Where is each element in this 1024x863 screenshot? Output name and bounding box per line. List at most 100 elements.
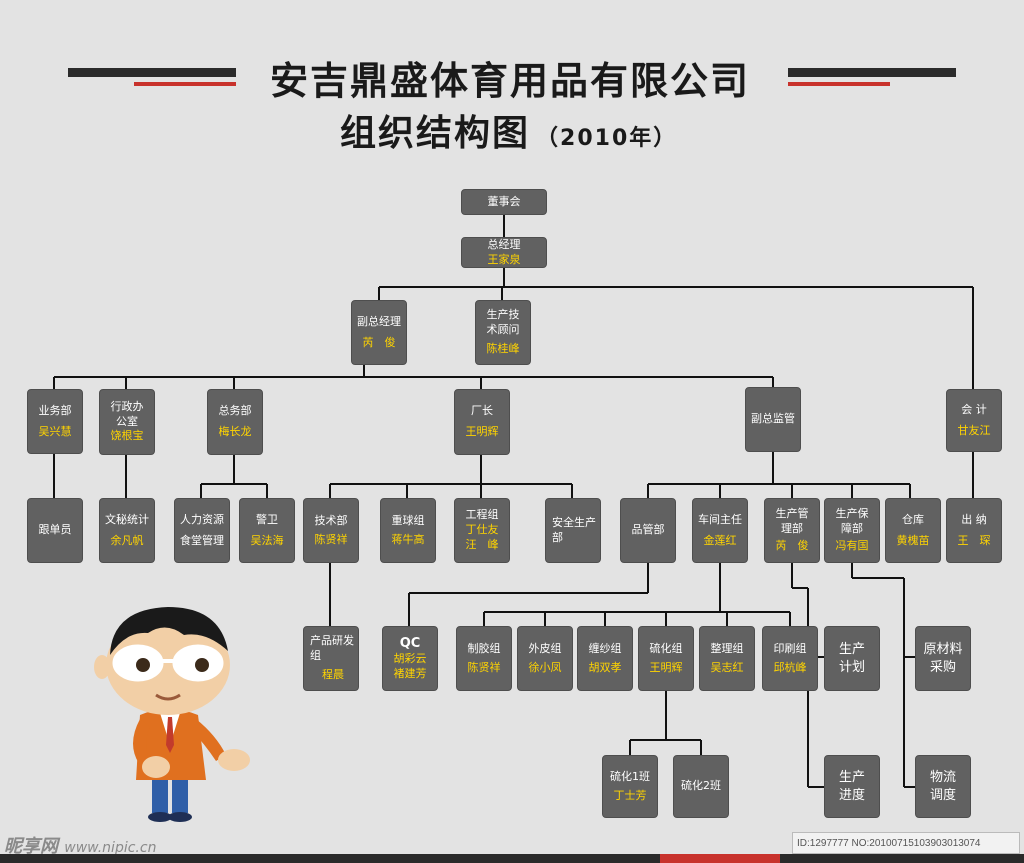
node-eng-title: 工程组 [465,508,499,522]
node-eng-name-2: 汪 峰 [465,537,499,551]
node-yarn-title: 缠纱组 [588,641,622,655]
node-safety: 安全生产部 [545,498,601,563]
node-vulc-name: 王明辉 [649,660,683,674]
node-sales: 业务部吴兴慧 [27,389,83,454]
node-tech-name: 陈贤祥 [314,532,348,546]
node-admin-title: 行政办公室 [110,399,144,428]
node-prod-progress: 生产进度 [824,755,880,818]
node-prodsec-name: 冯有国 [835,538,869,552]
node-prodmgr-title: 生产管理部 [775,507,809,536]
title-bar-left-red [134,82,236,86]
node-workshop-name: 金莲红 [703,533,737,547]
node-ball-group: 重球组蒋牛高 [380,498,436,563]
node-follow-up: 跟单员 [27,498,83,563]
node-deputy-supervisor: 副总监管 [745,387,801,452]
chart-title: 组织结构图（2010年） [340,113,678,154]
node-prod-plan: 生产计划 [824,626,880,691]
node-advisor-title: 生产技术顾问 [486,308,520,337]
node-quality: 品管部 [620,498,676,563]
node-hr-title: 人力资源 [180,512,224,526]
node-accounting-title: 会 计 [961,402,987,416]
node-vulc1-title: 硫化1班 [610,769,650,783]
node-finish-name: 吴志红 [710,660,744,674]
node-workshop-title: 车间主任 [698,512,742,526]
node-ball-name: 蒋牛高 [391,532,425,546]
node-rd-name: 程晨 [322,667,344,681]
node-general-manager: 总经理王家泉 [461,237,547,268]
node-logistics: 物流调度 [915,755,971,818]
node-engineering: 工程组丁仕友汪 峰 [454,498,510,563]
node-tech-title: 技术部 [314,513,348,527]
node-admin-office: 行政办公室饶根宝 [99,389,155,455]
node-tech-dept: 技术部陈贤祥 [303,498,359,563]
node-rd-title: 产品研发组 [310,634,354,663]
node-vsup-title: 副总监管 [751,412,795,426]
title-bar-right [788,68,956,77]
node-factory-title: 厂长 [471,404,493,418]
node-qm-title: 品管部 [631,523,665,537]
node-glue-title: 制胶组 [467,641,501,655]
node-warehouse-title: 仓库 [902,512,924,526]
node-vulcanize: 硫化组王明辉 [638,626,694,691]
node-vulc-title: 硫化组 [649,641,683,655]
node-logistics-title: 物流调度 [929,769,956,803]
node-print-name: 邱杭峰 [773,660,807,674]
node-canteen-title: 食堂管理 [180,533,224,547]
cartoon-businessman [94,607,250,822]
node-skin: 外皮组徐小凤 [517,626,573,691]
node-general-name: 梅长龙 [218,425,252,438]
node-yarn: 缠纱组胡双孝 [577,626,633,691]
node-gm-name: 王家泉 [487,252,521,266]
image-id-bar: ID:1297777 NO:20100715103903013074 [792,832,1020,854]
node-safety-title: 安全生产部 [552,515,596,544]
watermark: 昵享网 www.nipic.cn [4,832,156,858]
node-qc-name-2: 褚建芳 [393,667,427,681]
node-hr-canteen: 人力资源食堂管理 [174,498,230,563]
node-follow-title: 跟单员 [38,523,72,537]
node-secretary: 文秘统计余凡帆 [99,498,155,563]
node-warehouse-name: 黄槐苗 [896,533,930,547]
node-general-title: 总务部 [218,404,252,418]
node-accounting: 会 计甘友江 [946,389,1002,452]
node-workshop: 车间主任金莲红 [692,498,748,563]
title-bar-left [68,68,236,77]
node-sales-name: 吴兴慧 [38,424,72,438]
node-guard-name: 吴法海 [250,533,284,547]
node-advisor-name: 陈桂峰 [486,341,520,355]
node-finish-title: 整理组 [710,641,744,655]
watermark-url: www.nipic.cn [64,840,157,856]
node-accounting-name: 甘友江 [957,423,991,437]
node-printing: 印刷组邱杭峰 [762,626,818,691]
node-rnd: 产品研发组程晨 [303,626,359,691]
node-cashier-title: 出 纳 [961,512,987,526]
node-vulc1-name: 丁士芳 [613,788,647,802]
node-vgm-title: 副总经理 [357,314,401,328]
node-tech-advisor: 生产技术顾问陈桂峰 [475,300,531,365]
node-guard: 警卫吴法海 [239,498,295,563]
node-prod-mgmt: 生产管理部芮 俊 [764,498,820,563]
bottom-bar-red [660,854,780,863]
node-factory-name: 王明辉 [465,425,499,438]
company-title: 安吉鼎盛体育用品有限公司 [269,59,750,103]
node-vulc2-title: 硫化2班 [681,779,721,793]
node-yarn-name: 胡双孝 [588,660,622,674]
node-board: 董事会 [461,189,547,215]
node-admin-name: 饶根宝 [110,429,144,443]
node-secretary-name: 余凡帆 [110,533,144,547]
node-vice-gm: 副总经理芮 俊 [351,300,407,365]
node-prod-support: 生产保障部冯有国 [824,498,880,563]
node-gm-title: 总经理 [487,237,521,251]
node-qc-title: QC [399,635,421,651]
node-progress-title: 生产进度 [838,769,865,803]
node-ball-title: 重球组 [391,513,425,527]
node-plan-title: 生产计划 [838,641,865,675]
node-general-affairs: 总务部梅长龙 [207,389,263,455]
node-warehouse: 仓库黄槐苗 [885,498,941,563]
node-vulc-shift-2: 硫化2班 [673,755,729,818]
node-prodsec-title: 生产保障部 [835,507,869,536]
node-factory-director: 厂长王明辉 [454,389,510,455]
node-vulc-shift-1: 硫化1班丁士芳 [602,755,658,818]
node-sales-title: 业务部 [38,403,72,417]
bottom-bar [0,854,1024,863]
